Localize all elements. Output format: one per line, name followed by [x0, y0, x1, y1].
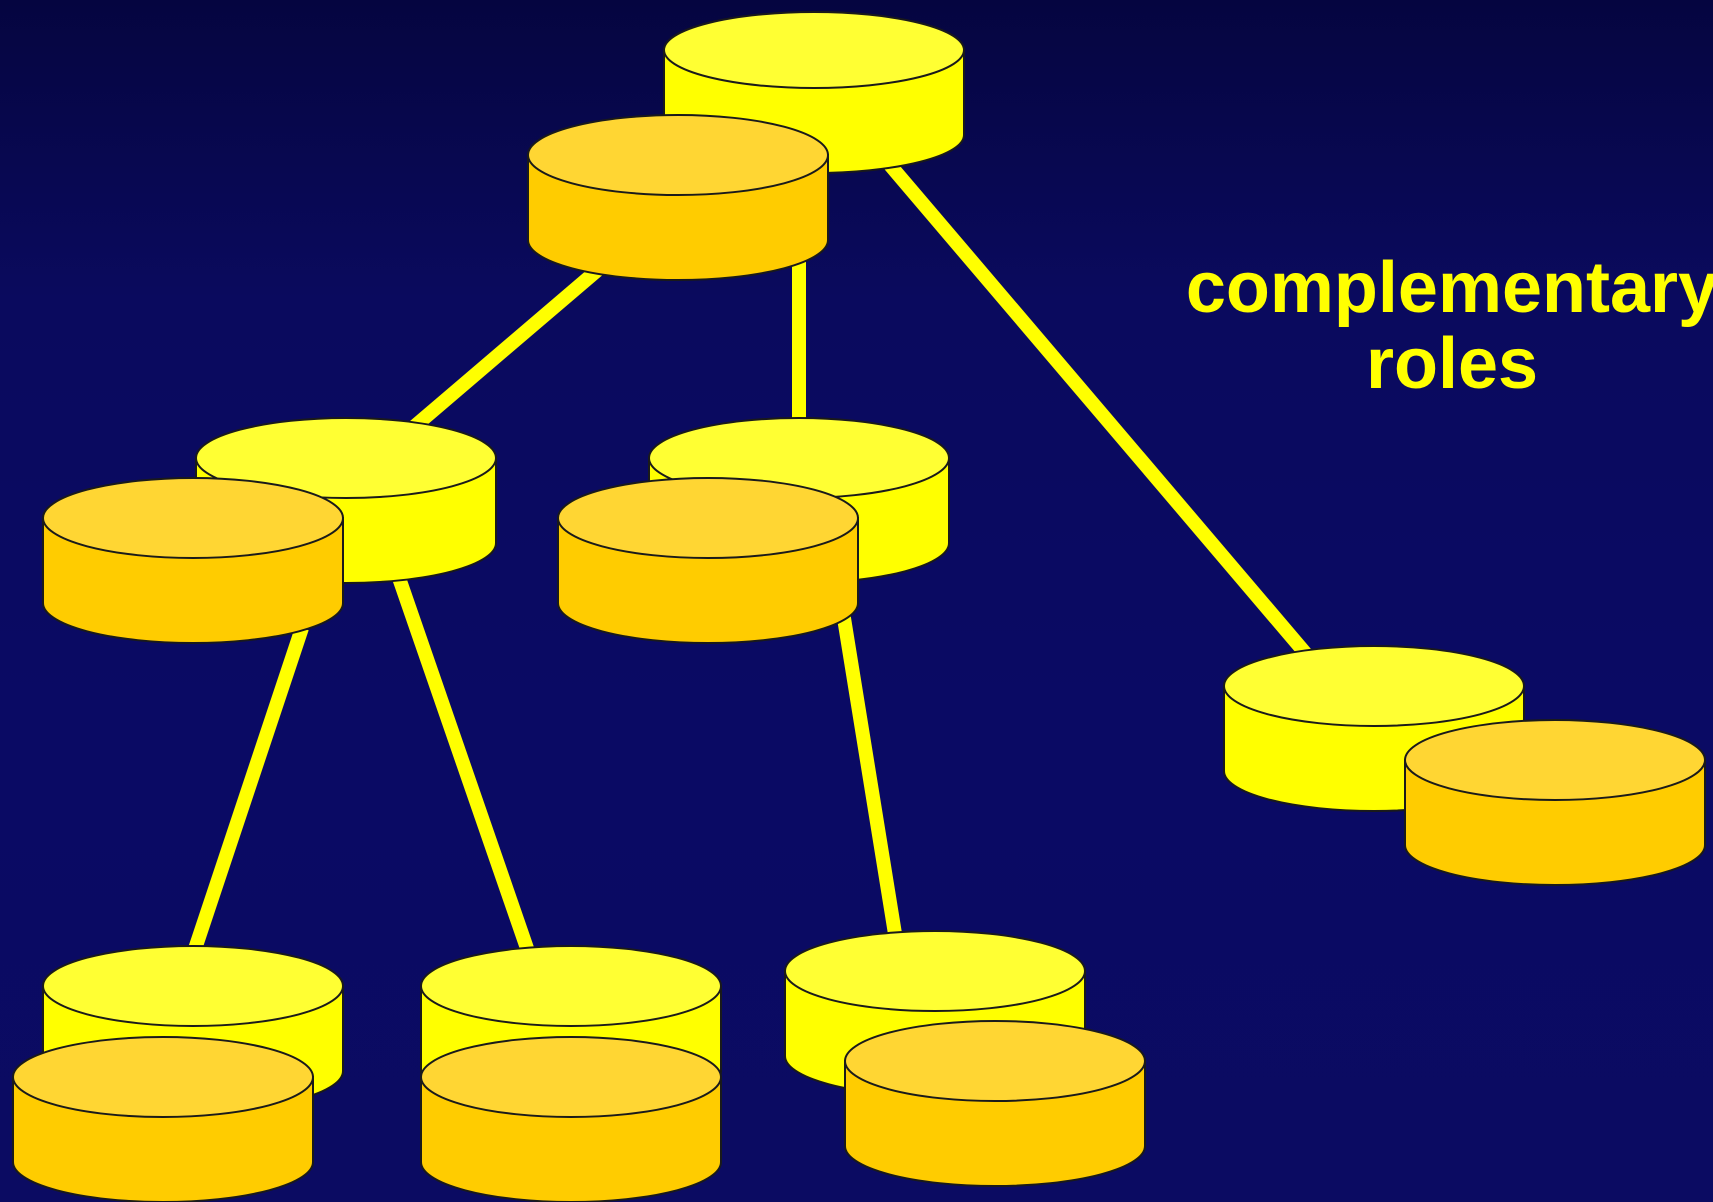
- cylinder-primary: [663, 11, 965, 174]
- node-leaf-1: [12, 945, 344, 1202]
- node-leaf-3: [784, 930, 1146, 1187]
- node-root: [527, 11, 965, 281]
- cylinder-secondary: [844, 1020, 1146, 1187]
- caption-line-2: roles: [1366, 324, 1538, 404]
- connector-lines: [186, 160, 1324, 960]
- cylinder-secondary: [557, 477, 859, 644]
- cylinder-secondary: [1404, 719, 1706, 886]
- cylinder-secondary: [42, 477, 344, 644]
- edge-root-right: [884, 160, 1324, 673]
- cylinder-secondary: [420, 1036, 722, 1202]
- node-middle: [557, 417, 950, 644]
- edge-left-leaf-1: [186, 625, 309, 958]
- cylinder-secondary: [527, 114, 829, 281]
- caption-line-1: complementary: [1186, 248, 1713, 328]
- edge-left-leaf-2: [391, 572, 537, 960]
- node-leaf-2: [420, 945, 722, 1202]
- cylinder-secondary: [12, 1036, 314, 1202]
- caption: complementary roles: [1186, 248, 1713, 404]
- edge-middle-leaf-3: [836, 610, 903, 942]
- edge-root-left: [403, 262, 605, 438]
- node-left: [42, 417, 497, 644]
- node-right: [1223, 645, 1706, 886]
